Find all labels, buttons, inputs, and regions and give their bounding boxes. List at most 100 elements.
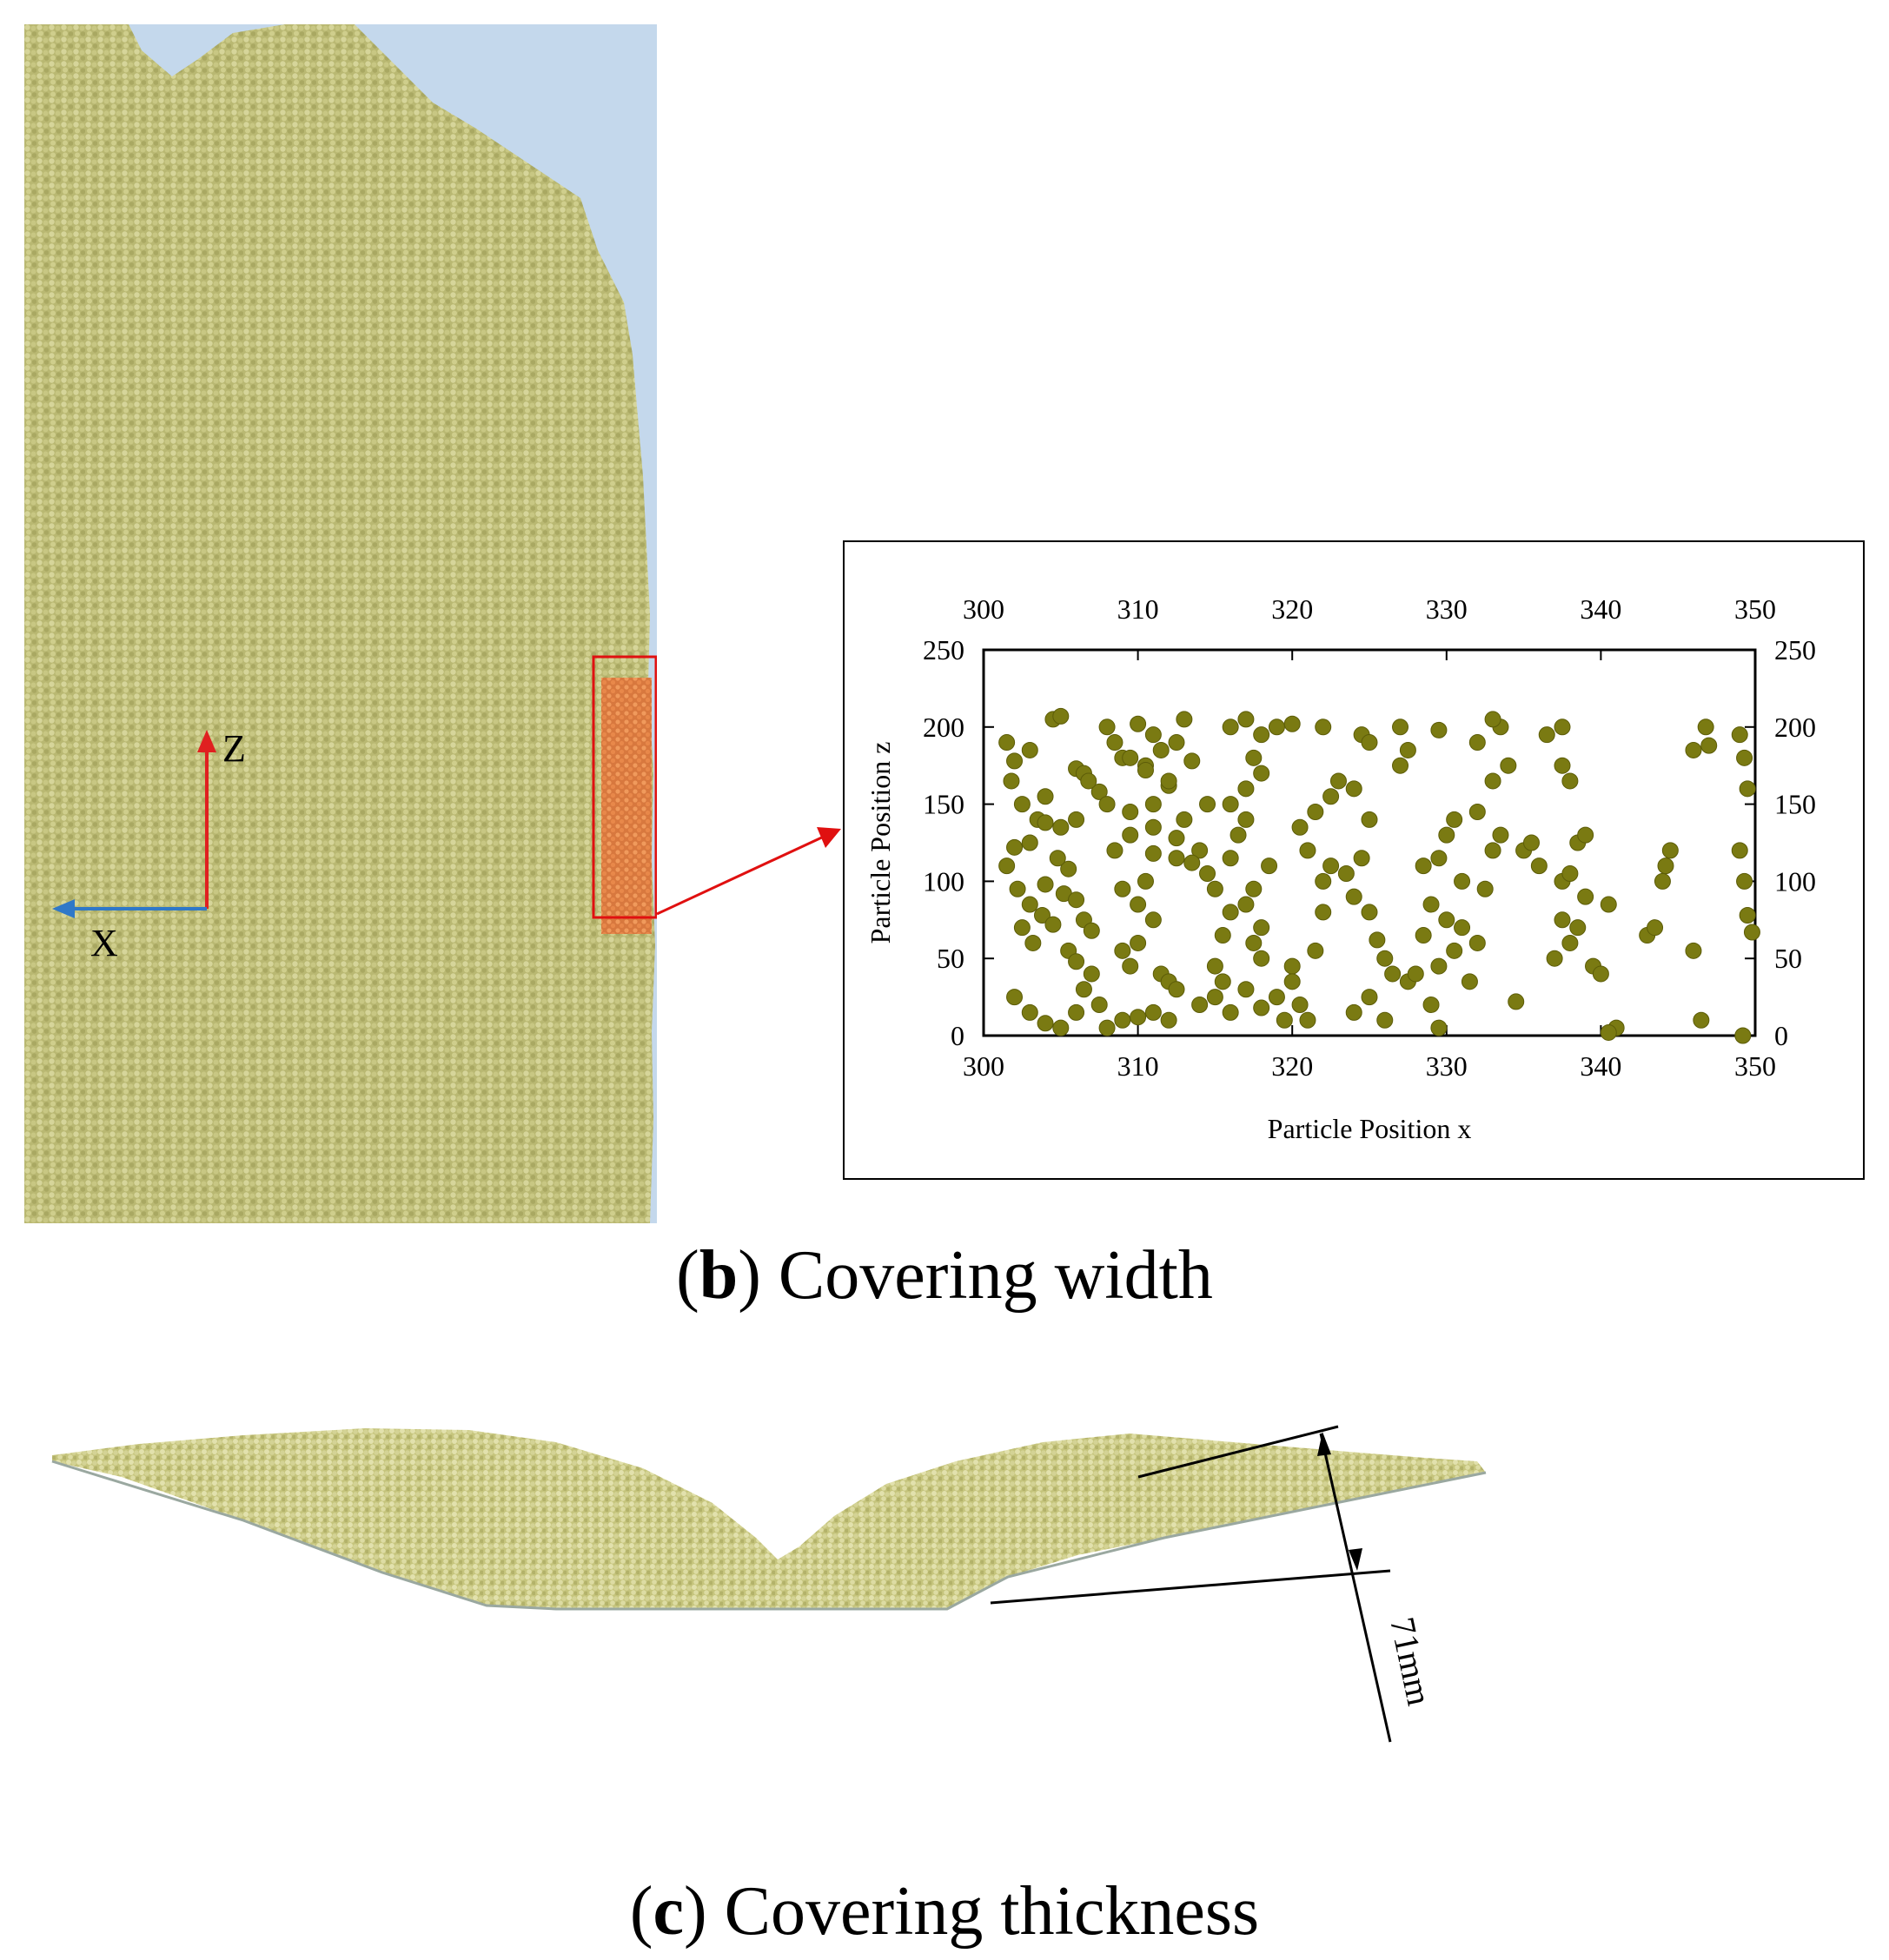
scatter-point <box>1291 818 1309 836</box>
x-axis-label: X <box>90 922 118 964</box>
y-tick-label-left: 150 <box>923 789 964 820</box>
scatter-point <box>1122 957 1139 975</box>
scatter-point <box>1122 826 1139 844</box>
scatter-point <box>1454 872 1471 890</box>
scatter-point <box>1130 896 1147 913</box>
scatter-point <box>1283 715 1301 732</box>
scatter-point <box>1685 942 1702 959</box>
scatter-point <box>1600 1023 1617 1041</box>
caption-text-c: Covering thickness <box>706 1873 1260 1950</box>
scatter-point <box>1430 1019 1448 1036</box>
simulation-top-view: Z X <box>24 24 657 1223</box>
caption-text-b: Covering width <box>760 1237 1213 1314</box>
scatter-point <box>1361 811 1378 828</box>
y-tick-label-left: 0 <box>951 1020 964 1051</box>
scatter-point <box>1484 711 1501 728</box>
scatter-point <box>1361 989 1378 1006</box>
scatter-point <box>1361 734 1378 752</box>
scatter-point <box>1237 811 1255 828</box>
caption-letter-b: b <box>699 1237 739 1314</box>
dimension-bottom-line <box>990 1569 1391 1605</box>
scatter-point <box>1075 981 1092 998</box>
scatter-point <box>1422 996 1440 1013</box>
scatter-point <box>1033 906 1051 924</box>
scatter-point <box>1538 726 1555 744</box>
scatter-point <box>1044 916 1062 933</box>
scatter-point <box>1037 814 1054 831</box>
plot-area-frame <box>982 648 1757 1037</box>
scatter-point <box>1693 1011 1710 1029</box>
y-tick-label-left: 200 <box>923 712 964 743</box>
scatter-point <box>1322 788 1340 805</box>
x-tick-label-bottom: 340 <box>1580 1050 1621 1082</box>
scatter-point <box>1739 906 1756 924</box>
scatter-point <box>1037 788 1054 805</box>
scatter-point <box>1661 842 1679 859</box>
scatter-point <box>1446 811 1463 828</box>
scatter-point <box>1114 880 1131 897</box>
scatter-point <box>1345 780 1362 798</box>
caption-covering-thickness: (c) Covering thickness <box>0 1868 1889 1955</box>
scatter-point <box>1144 844 1162 862</box>
scatter-point <box>1183 752 1201 770</box>
scatter-point <box>1245 934 1263 951</box>
scatter-point <box>1253 726 1270 744</box>
scatter-point <box>1160 1011 1177 1029</box>
scatter-point <box>1144 796 1162 813</box>
scatter-point <box>1291 996 1309 1013</box>
scatter-point <box>1003 772 1020 790</box>
scatter-point <box>1522 834 1540 851</box>
scatter-point <box>1214 927 1231 944</box>
x-tick-label-top: 340 <box>1580 593 1621 625</box>
scatter-point <box>1654 872 1671 890</box>
dimension-arrow-top <box>1317 1432 1331 1456</box>
x-tick-label-bottom: 330 <box>1426 1050 1468 1082</box>
scatter-point <box>1569 919 1587 937</box>
x-tick-label-bottom: 310 <box>1117 1050 1159 1082</box>
scatter-point <box>1237 780 1255 798</box>
scatter-point <box>1168 830 1185 847</box>
scatter-point <box>1114 942 1131 959</box>
scatter-point <box>1399 741 1416 758</box>
scatter-point <box>1068 891 1085 909</box>
scatter-point <box>1438 826 1455 844</box>
scatter-point <box>1736 872 1753 890</box>
scatter-point <box>1253 765 1270 782</box>
x-tick-label-top: 300 <box>963 593 1004 625</box>
y-tick-label-right: 0 <box>1774 1020 1788 1051</box>
scatter-point <box>1024 934 1042 951</box>
scatter-point <box>1500 757 1517 774</box>
scatter-point <box>1049 850 1066 867</box>
scatter-point <box>1168 850 1185 867</box>
scatter-point <box>998 858 1016 875</box>
scatter-point <box>1106 842 1123 859</box>
scatter-point <box>1052 818 1070 836</box>
scatter-point <box>1222 718 1239 736</box>
scatter-point <box>1283 973 1301 990</box>
scatter-point <box>1415 927 1432 944</box>
scatter-point <box>1415 858 1432 875</box>
scatter-point <box>1199 796 1216 813</box>
scatter-point <box>1199 865 1216 883</box>
scatter-point <box>1021 896 1038 913</box>
scatter-point <box>1006 989 1024 1006</box>
scatter-point <box>1206 989 1223 1006</box>
scatter-point <box>1299 1011 1316 1029</box>
scatter-point <box>1083 965 1100 983</box>
scatter-point <box>1006 838 1024 856</box>
scatter-point <box>1006 752 1024 770</box>
scatter-point <box>1438 911 1455 929</box>
cross-section-image: 71mm <box>51 1425 1487 1743</box>
scatter-point <box>1422 896 1440 913</box>
scatter-point <box>1144 1003 1162 1021</box>
scatter-point <box>1322 858 1340 875</box>
scatter-point <box>1098 1019 1116 1036</box>
scatter-point <box>1392 757 1409 774</box>
x-tick-label-top: 320 <box>1271 593 1313 625</box>
scatter-point <box>1492 826 1509 844</box>
scatter-point <box>1083 922 1100 939</box>
x-axis-title: Particle Position x <box>1268 1113 1472 1144</box>
y-tick-label-right: 150 <box>1774 789 1816 820</box>
